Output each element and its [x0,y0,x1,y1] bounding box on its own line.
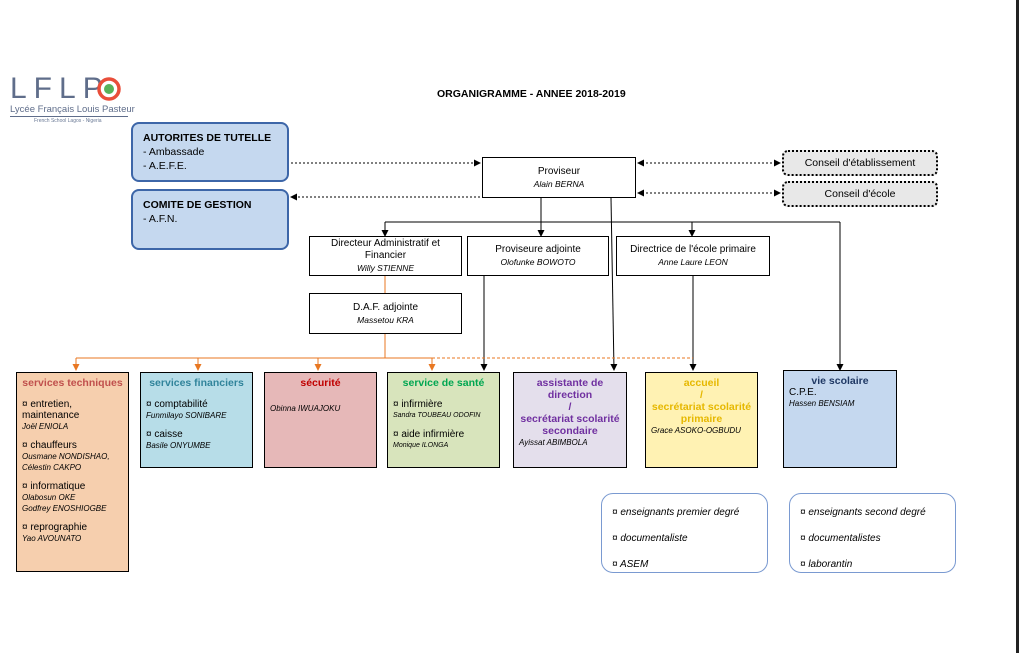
school-logo: LFLP Lycée Français Louis Pasteur French… [10,74,135,124]
techniques-heading: services techniques [22,377,123,389]
vie-name: Hassen BENSIAM [789,399,855,408]
assistante-slash: / [568,401,572,413]
pill-item: ¤ ASEM [612,559,649,570]
pill-item: ¤ enseignants premier degré [612,507,740,518]
adjointe-name: Olofunke BOWOTO [500,257,576,267]
box-daf-adjointe: D.A.F. adjointe Massetou KRA [309,293,462,334]
page-edge [1016,0,1019,653]
daf-adj-name: Massetou KRA [357,314,414,325]
pill-item: ¤ documentaliste [612,533,688,544]
box-enseignants-primaire: ¤ enseignants premier degré ¤ documental… [601,493,768,573]
proviseur-title: Proviseur [537,165,581,177]
box-conseil-etablissement: Conseil d'établissement [782,150,938,176]
box-proviseur: Proviseur Alain BERNA [482,157,636,198]
financiers-comptabilite-name: Funmilayo SONIBARE [146,411,227,420]
financiers-caisse-name: Basile ONYUMBE [146,441,211,450]
box-assistante-direction: assistante de direction / secrétariat sc… [513,372,627,468]
directrice-title: Directrice de l'école primaire [630,244,756,255]
adjointe-title: Proviseure adjointe [495,244,581,255]
daf-title: Directeur Administratif et Financier [331,238,440,261]
accueil-slash: / [700,389,703,401]
logo-letters: LFLP [10,72,110,105]
box-services-financiers: services financiers ¤ comptabilité Funmi… [140,372,253,468]
financiers-heading: services financiers [149,377,244,389]
techniques-chauffeurs-name: Célestin CAKPO [22,463,82,472]
techniques-informatique: ¤ informatique [22,481,86,492]
accueil-heading2: secrétariat scolarité primaire [651,401,752,425]
logo-school-name: Lycée Français Louis Pasteur [10,104,135,115]
box-proviseure-adjointe: Proviseure adjointe Olofunke BOWOTO [467,236,609,276]
assistante-name: Ayissat ABIMBOLA [519,438,588,447]
proviseur-name: Alain BERNA [533,178,585,189]
chart-title: ORGANIGRAMME - ANNEE 2018-2019 [437,88,626,100]
box-directeur-daf: Directeur Administratif et Financier Wil… [309,236,462,276]
pill-item: ¤ laborantin [800,559,853,570]
box-autorites-tutelle: AUTORITES DE TUTELLE - Ambassade - A.E.F… [131,122,289,182]
techniques-informatique-name: Godfrey ENOSHIOGBE [22,504,107,513]
pill-item: ¤ enseignants second degré [800,507,926,518]
tutelle-item: - Ambassade [143,146,205,158]
techniques-entretien-name: Joël ENIOLA [22,422,69,431]
box-service-sante: service de santé ¤ infirmière Sandra TOU… [387,372,500,468]
techniques-reprographie-name: Yao AVOUNATO [22,534,82,543]
financiers-caisse: ¤ caisse [146,429,183,440]
box-vie-scolaire: vie scolaire C.P.E. Hassen BENSIAM [783,370,897,468]
assistante-heading2: secrétariat scolarité secondaire [520,413,620,437]
techniques-entretien: ¤ entretien, maintenance [22,399,80,421]
techniques-informatique-name: Olabosun OKE [22,493,76,502]
box-securite: sécurité Obinna IWUAJOKU [264,372,377,468]
logo-ring-icon [97,77,121,101]
sante-aide-infirmiere-name: Monique ILONGA [393,442,449,449]
box-comite-gestion: COMITE DE GESTION - A.F.N. [131,189,289,250]
tutelle-item: - A.E.F.E. [143,160,187,172]
techniques-chauffeurs: ¤ chauffeurs [22,440,77,451]
directrice-name: Anne Laure LEON [658,257,728,267]
securite-heading: sécurité [300,377,341,389]
sante-aide-infirmiere: ¤ aide infirmière [393,429,465,440]
box-services-techniques: services techniques ¤ entretien, mainten… [16,372,129,572]
sante-infirmiere: ¤ infirmière [393,399,443,410]
box-conseil-ecole: Conseil d'école [782,181,938,207]
securite-name: Obinna IWUAJOKU [270,404,341,413]
box-accueil: accueil / secrétariat scolarité primaire… [645,372,758,468]
sante-heading: service de santé [402,377,485,389]
sante-infirmiere-name: Sandra TOUBEAU ODOFIN [393,412,481,419]
assistante-heading: assistante de direction [536,377,604,401]
techniques-chauffeurs-name: Ousmane NONDISHAO, [22,452,110,461]
pill-item: ¤ documentalistes [800,533,881,544]
box-enseignants-secondaire: ¤ enseignants second degré ¤ documentali… [789,493,956,573]
accueil-name: Grace ASOKO-OGBUDU [651,426,741,435]
vie-heading: vie scolaire [811,375,869,387]
box-directrice-primaire: Directrice de l'école primaire Anne Laur… [616,236,770,276]
vie-role: C.P.E. [789,387,817,398]
logo-subtitle: French School Lagos - Nigeria [34,118,102,124]
gestion-heading: COMITE DE GESTION [143,199,252,211]
daf-adj-title: D.A.F. adjointe [352,301,419,313]
financiers-comptabilite: ¤ comptabilité [146,399,208,410]
accueil-heading: accueil [683,377,720,389]
daf-name: Willy STIENNE [356,263,415,273]
gestion-item: - A.F.N. [143,213,178,225]
techniques-reprographie: ¤ reprographie [22,522,88,533]
tutelle-heading: AUTORITES DE TUTELLE [143,132,272,144]
